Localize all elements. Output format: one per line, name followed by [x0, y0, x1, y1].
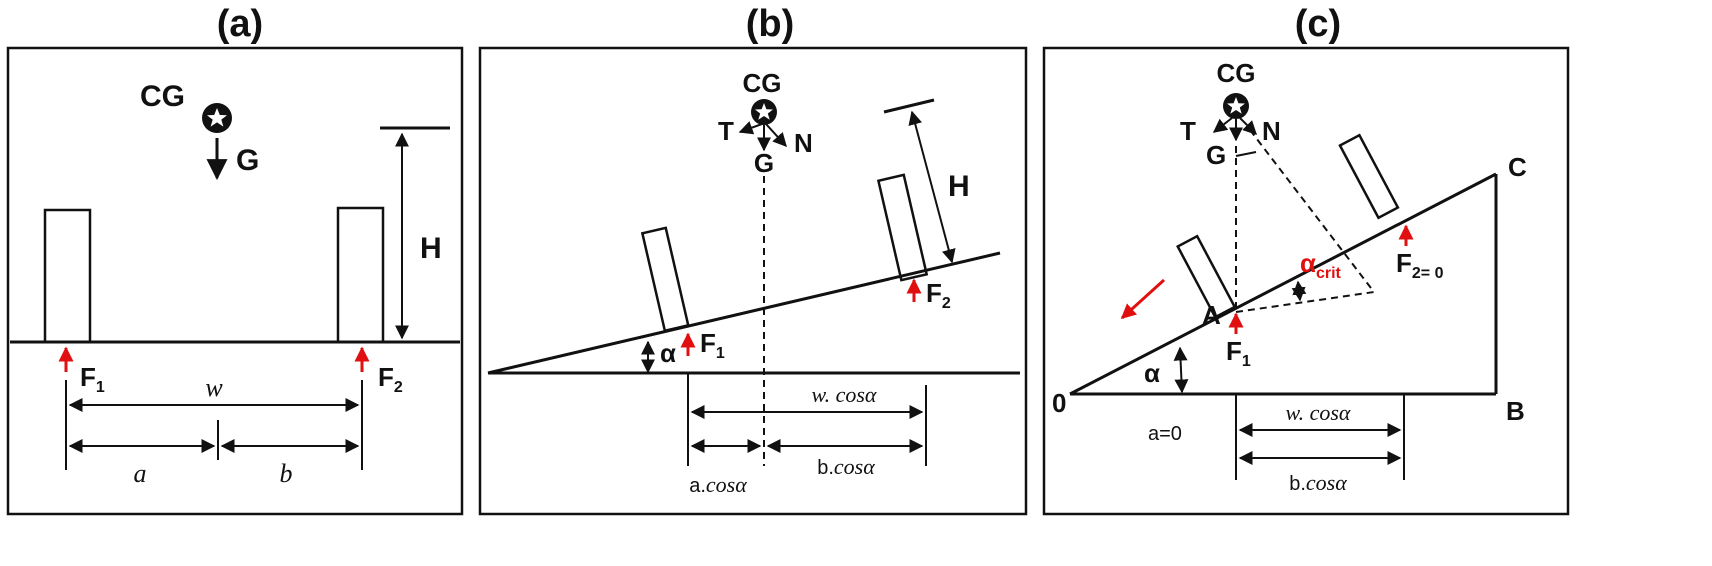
panel-c-normal-line [1249, 129, 1375, 293]
panel-b-n-label: N [794, 128, 813, 158]
panel-c-left-foot [1176, 234, 1237, 319]
panel-a-title: (a) [217, 3, 263, 45]
panel-a-b-label: b [280, 459, 293, 488]
panel-a-cg-star-icon [202, 103, 232, 133]
panel-b-slope [487, 251, 1001, 375]
panel-c-o-label: 0 [1052, 388, 1066, 418]
panel-b-f1-label: F1 [700, 328, 725, 362]
panel-c-c-label: C [1508, 152, 1527, 182]
panel-b-h-top [883, 98, 935, 114]
panel-c-alpha-crit-arc [1291, 280, 1307, 302]
panel-a-right-foot [336, 206, 385, 344]
panel-b-n-arrow [765, 123, 787, 148]
panel-c-g-label: G [1206, 140, 1226, 170]
panel-c: (c) C B 0 A α CG T N G [1042, 3, 1570, 516]
panel-b-b-label: b.cosα [817, 454, 875, 479]
panel-c-cg-star-icon [1223, 93, 1249, 119]
panel-c-a-point-label: A [1202, 300, 1221, 330]
panel-c-f2-label: F2= 0 [1396, 248, 1444, 282]
panel-b-f2-label: F2 [926, 278, 951, 312]
panel-a-a-label: a [134, 459, 147, 488]
panel-c-title: (c) [1295, 3, 1341, 45]
panel-b-h-dimension [908, 110, 956, 264]
panel-b-cg-star-icon [751, 99, 777, 125]
panel-b-g-label: G [754, 148, 774, 178]
panel-a-left-foot [43, 208, 92, 344]
panel-a-cg-label: CG [140, 80, 185, 113]
panel-b-w-label: w. cosα [812, 382, 877, 407]
panel-c-crit-line [1235, 291, 1375, 313]
panel-c-right-foot [1338, 133, 1400, 220]
panel-c-alpha-crit-label: αcrit [1300, 248, 1342, 282]
panel-c-angle-mark [1235, 151, 1257, 157]
panel-c-b-label: b.cosα [1289, 470, 1347, 495]
panel-b: (b) α CG T N G H F1 [478, 3, 1028, 516]
panel-c-alpha-label: α [1144, 358, 1160, 388]
panel-a-f1-label: F1 [80, 362, 105, 396]
panel-b-frame [478, 46, 1028, 516]
panel-b-alpha-label: α [660, 338, 676, 368]
panel-c-a-zero-label: a=0 [1148, 423, 1182, 445]
panel-c-t-label: T [1180, 116, 1196, 146]
panel-c-w-label: w. cosα [1286, 400, 1351, 425]
panel-c-f1-label: F1 [1226, 336, 1251, 370]
panel-c-alpha-arc [1173, 346, 1189, 394]
panel-c-b-point-label: B [1506, 396, 1525, 426]
panel-b-t-label: T [718, 116, 734, 146]
panel-c-slide-arrow [1120, 278, 1166, 320]
panel-c-n-arrow [1239, 117, 1257, 135]
panel-a-w-label: w [205, 373, 223, 402]
panel-a-g-label: G [236, 144, 259, 177]
panel-b-right-foot [876, 173, 929, 282]
panel-b-h-label: H [948, 170, 970, 203]
panel-c-n-label: N [1262, 116, 1281, 146]
panel-c-slope [1069, 172, 1497, 396]
panel-c-cg-label: CG [1217, 58, 1256, 88]
panel-c-frame [1042, 46, 1570, 516]
panel-b-title: (b) [746, 3, 795, 45]
panel-a-h-label: H [420, 232, 442, 265]
panel-b-a-label: a.cosα [689, 472, 747, 497]
panel-c-t-arrow [1212, 117, 1233, 133]
panel-a-frame [6, 46, 464, 516]
panel-b-cg-label: CG [743, 68, 782, 98]
panel-a: (a) CG G H F1 F2 w a b [6, 3, 464, 516]
panel-b-t-arrow [738, 121, 763, 135]
panel-b-left-foot [640, 226, 690, 333]
panel-a-f2-label: F2 [378, 362, 403, 396]
